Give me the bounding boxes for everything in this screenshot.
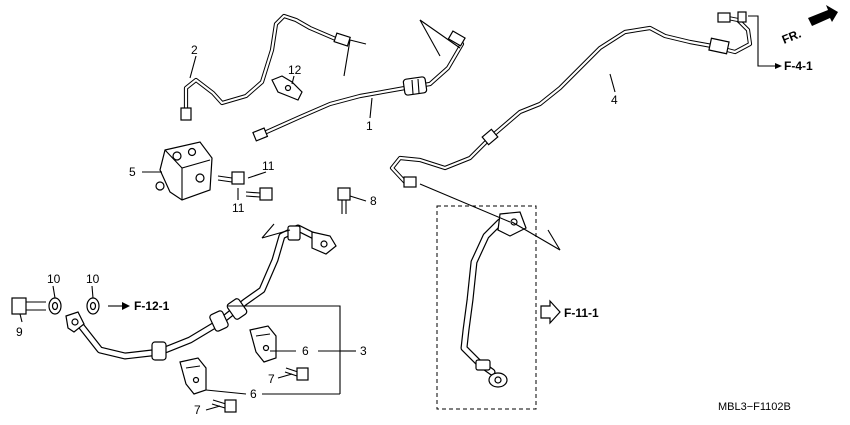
bolt-7-lower-head bbox=[224, 399, 237, 413]
callout-7-upper: 7 bbox=[268, 372, 275, 386]
hose-3-sleeve-c bbox=[226, 298, 248, 320]
callout-12: 12 bbox=[288, 63, 302, 77]
callout-7-lower: 7 bbox=[194, 403, 201, 417]
callout-9: 9 bbox=[16, 325, 23, 339]
pipe-1-flare-nut bbox=[252, 127, 269, 142]
bolt-8-head bbox=[337, 187, 351, 201]
banjo-bolt-9 bbox=[11, 297, 46, 315]
hose-lower-sleeve bbox=[475, 359, 491, 371]
pipe-2-end-nut bbox=[333, 32, 351, 47]
ref-f12-1: F-12-1 bbox=[134, 299, 170, 313]
bolt-11-upper bbox=[217, 171, 245, 185]
callout-3: 3 bbox=[360, 344, 367, 358]
callout-1: 1 bbox=[366, 119, 373, 133]
reference-labels: F-4-1 F-12-1 F-11-1 FR. MBL3−F1102B bbox=[134, 27, 813, 413]
bolt-7-upper bbox=[284, 367, 309, 381]
hose-3-sleeve-b bbox=[209, 310, 229, 332]
rear-brake-hose bbox=[460, 211, 527, 388]
hose-bracket-6-upper bbox=[249, 325, 277, 363]
bolt-7-lower bbox=[211, 399, 237, 413]
front-direction-label: FR. bbox=[780, 27, 803, 47]
ref-f4-1: F-4-1 bbox=[784, 59, 813, 73]
callout-10-left: 10 bbox=[47, 272, 61, 286]
pipe-4-end-nut bbox=[717, 12, 731, 23]
arrow-to-f4 bbox=[775, 63, 782, 69]
brake-pipe-1 bbox=[252, 30, 466, 142]
pipe-clamp-12 bbox=[271, 75, 303, 101]
ref-f11-1: F-11-1 bbox=[564, 306, 599, 320]
detail-box-f11 bbox=[436, 205, 537, 410]
proportioning-valve-5 bbox=[155, 141, 213, 201]
sealing-washer-10-right bbox=[86, 297, 100, 315]
bolt-8 bbox=[337, 187, 351, 214]
callout-10-right: 10 bbox=[86, 272, 100, 286]
callout-6-lower: 6 bbox=[250, 387, 257, 401]
arrow-to-f12 bbox=[108, 302, 130, 310]
brake-pipe-4 bbox=[389, 11, 753, 188]
arrow-to-f11 bbox=[540, 299, 561, 325]
sealing-washer-10-left bbox=[48, 297, 62, 315]
bolt-7-upper-head bbox=[296, 367, 309, 381]
bolt-9-head bbox=[11, 297, 27, 315]
pipe-1-end-nut bbox=[447, 30, 466, 47]
front-direction-arrow bbox=[808, 5, 838, 26]
bolt-11-lower-head bbox=[259, 187, 273, 201]
bolt-11-upper-head bbox=[231, 171, 245, 185]
brake-pipe-2 bbox=[180, 13, 351, 121]
brake-hose-3 bbox=[65, 224, 337, 361]
hose-3-sleeve-a bbox=[151, 341, 167, 361]
callout-5: 5 bbox=[129, 165, 136, 179]
callout-11-upper: 11 bbox=[262, 159, 275, 173]
callout-8: 8 bbox=[370, 194, 377, 208]
callout-6-upper: 6 bbox=[302, 344, 309, 358]
pipe-4-end-fitting bbox=[737, 11, 747, 23]
callout-numbers: 2 12 1 4 5 11 11 8 10 10 9 6 3 7 6 7 bbox=[16, 43, 618, 417]
bolt-11-lower bbox=[245, 187, 273, 201]
pipe-4-flare-nut bbox=[403, 176, 417, 188]
pipe-4-grommet bbox=[481, 128, 499, 146]
pipe-1-clamp bbox=[402, 76, 428, 96]
diagram-code: MBL3−F1102B bbox=[718, 401, 791, 413]
callout-11-lower: 11 bbox=[232, 201, 245, 215]
hose-bracket-6-lower bbox=[179, 357, 207, 395]
callout-2: 2 bbox=[191, 43, 198, 57]
pipe-2-flare-nut bbox=[180, 107, 192, 121]
pipe-4-clamp bbox=[708, 37, 730, 55]
callout-4: 4 bbox=[611, 93, 618, 107]
hose-3-end-fitting bbox=[287, 225, 301, 241]
leader-lines bbox=[19, 15, 775, 411]
